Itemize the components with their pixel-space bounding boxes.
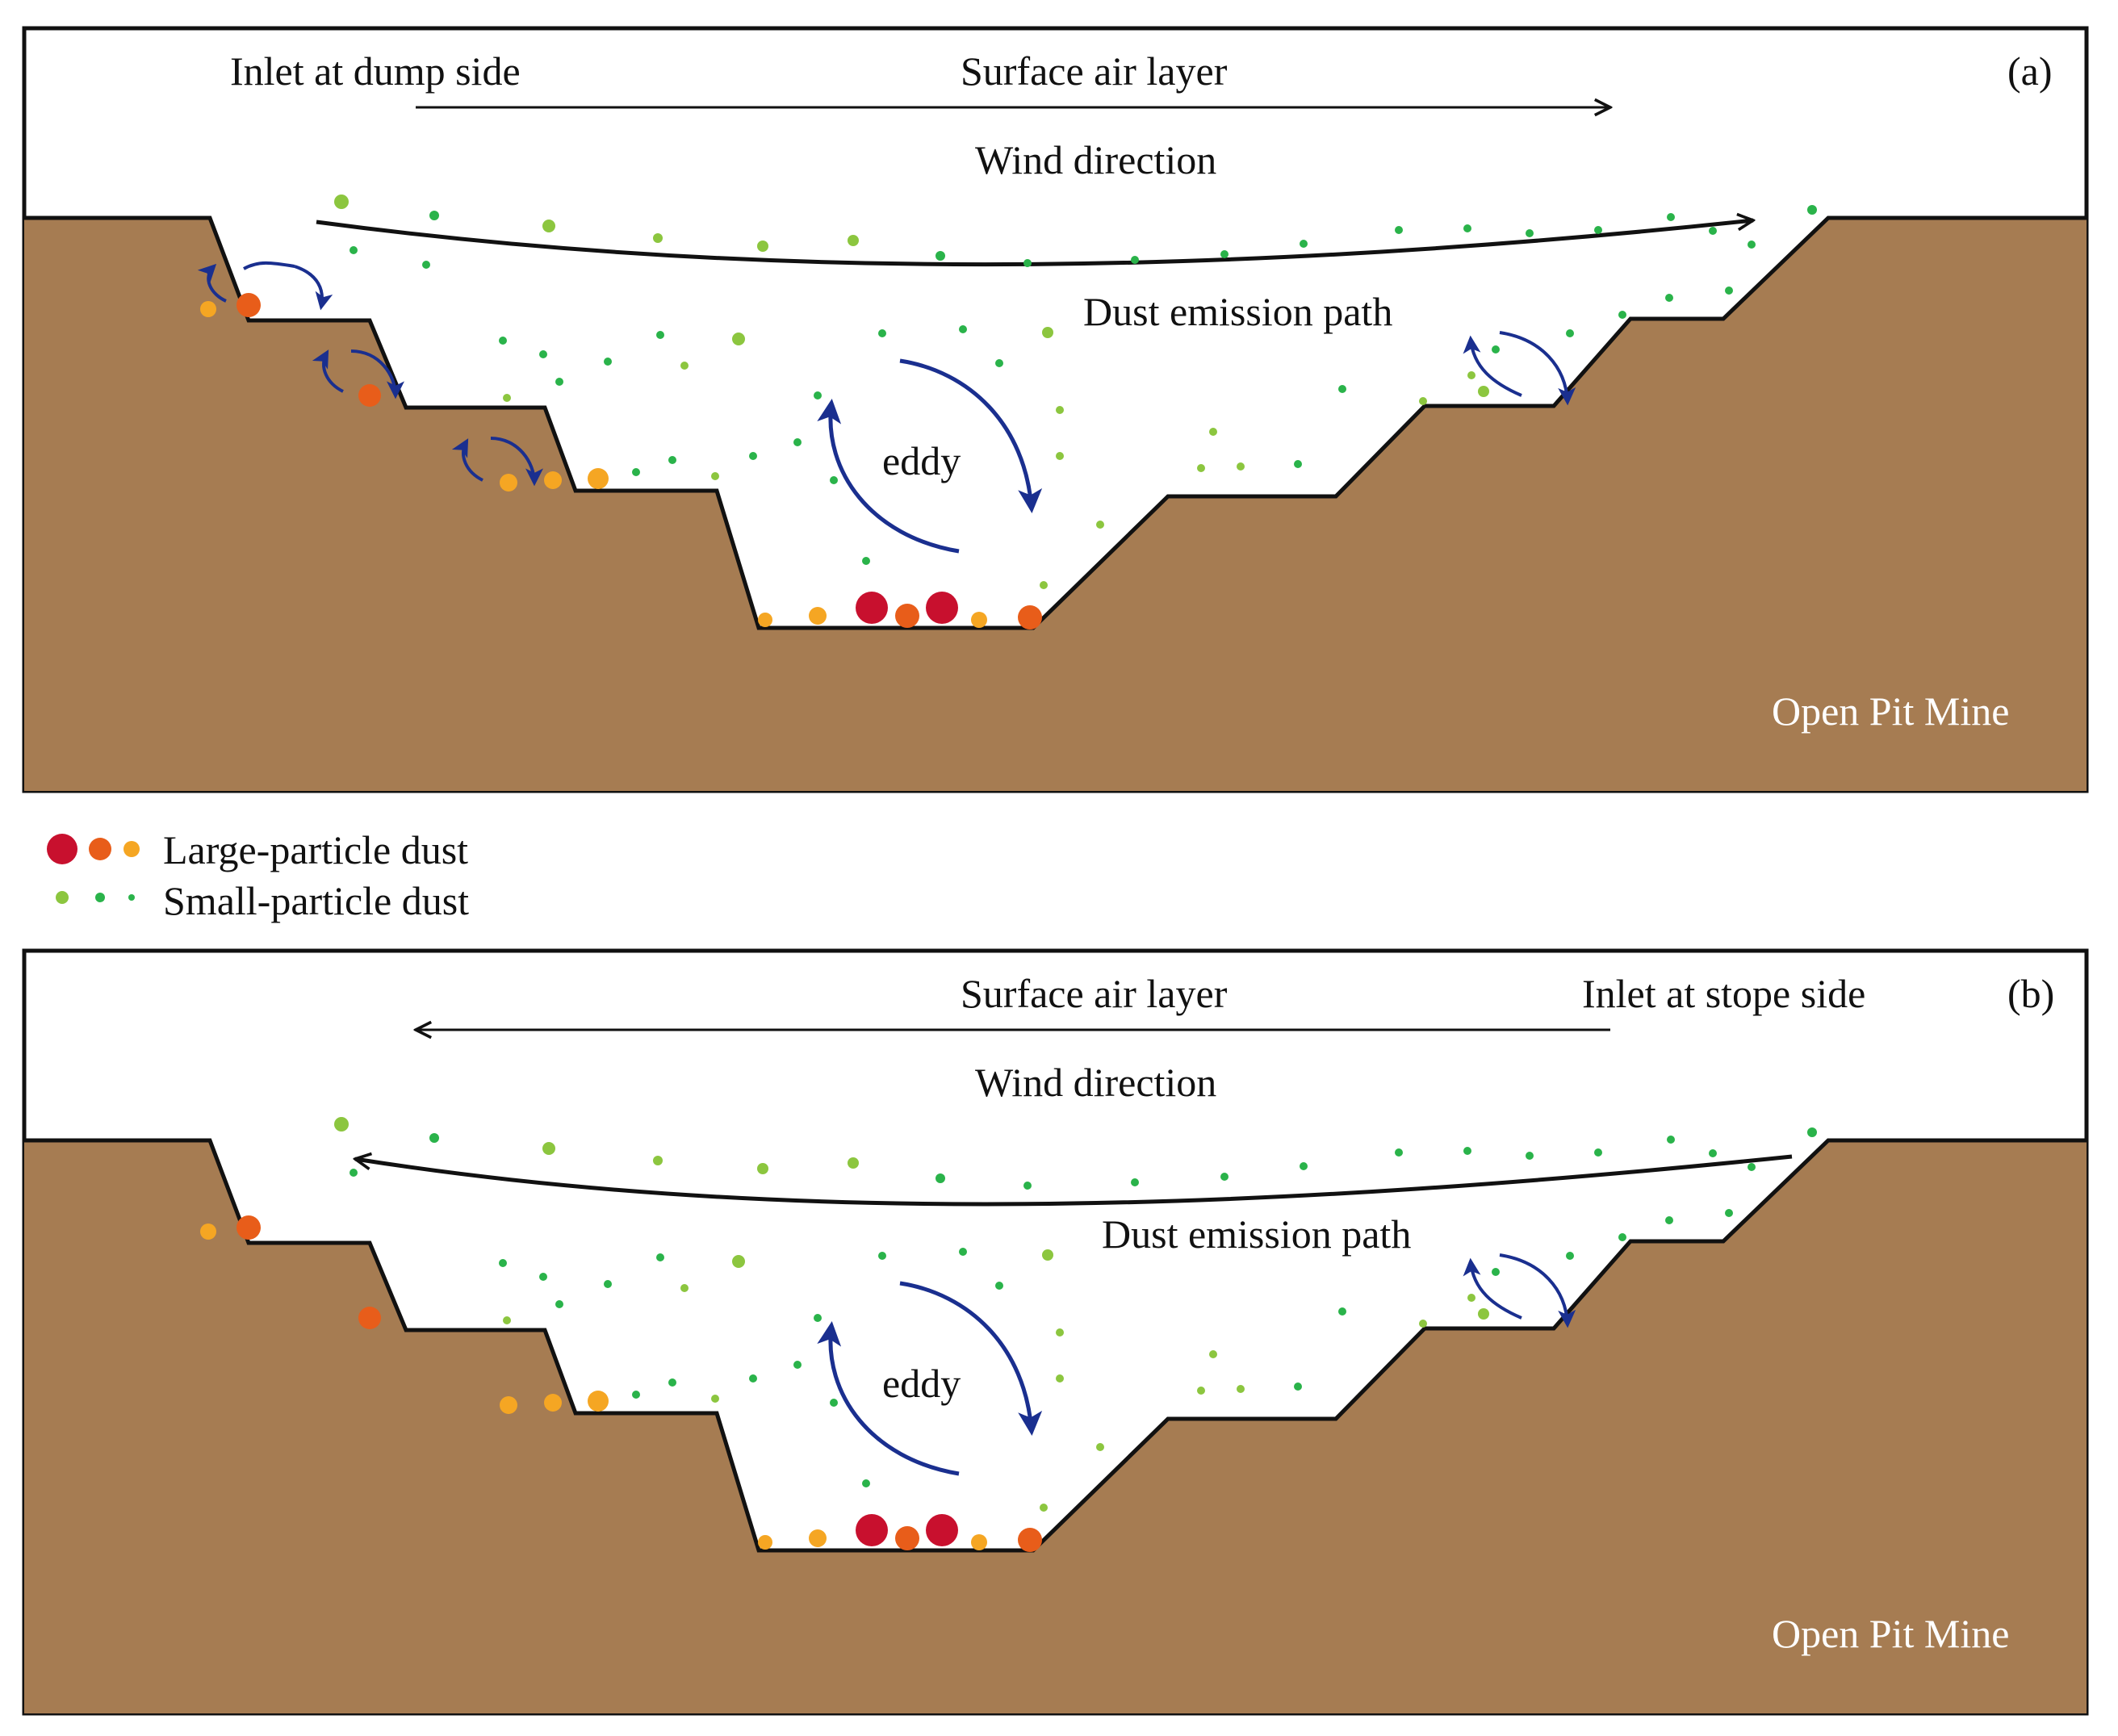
dust-emission-path-arrow (316, 220, 1753, 267)
legend-small-green-dot-tiny (128, 894, 135, 901)
mine-label: Open Pit Mine (1772, 688, 2009, 734)
legend-small-lightgreen-dot (56, 891, 69, 904)
surface-air-layer-label: Surface air layer (961, 971, 1228, 1016)
eddy-label: eddy (882, 438, 961, 483)
eddy-label: eddy (882, 1361, 961, 1406)
surface-air-layer-label: Surface air layer (961, 48, 1228, 94)
panel-tag: (a) (2007, 48, 2053, 94)
dust-emission-path-label: Dust emission path (1083, 289, 1392, 334)
panel-b: Surface air layer Inlet at stope side Wi… (22, 948, 2089, 1716)
legend-small-green-dot (95, 893, 105, 902)
legend-large-red-dot (47, 834, 77, 864)
dust-emission-path-label: Dust emission path (1102, 1211, 1411, 1257)
legend-large-label: Large-particle dust (163, 827, 468, 872)
bench-eddies (197, 261, 543, 487)
legend-small-label: Small-particle dust (163, 878, 469, 923)
wind-direction-label: Wind direction (975, 1060, 1216, 1105)
dust-emission-path-arrow (355, 1157, 1793, 1207)
legend-large-orange-dot (89, 838, 111, 860)
wind-direction-label: Wind direction (975, 137, 1216, 182)
legend-large-yellow-dot (123, 841, 140, 857)
panel-tag: (b) (2007, 971, 2054, 1016)
panel-a: Inlet at dump side Surface air layer Win… (22, 26, 2089, 793)
inlet-label: Inlet at dump side (230, 48, 521, 94)
legend: Large-particle dust Small-particle dust (47, 827, 469, 923)
mine-label: Open Pit Mine (1772, 1611, 2009, 1656)
inlet-label: Inlet at stope side (1582, 971, 1865, 1016)
